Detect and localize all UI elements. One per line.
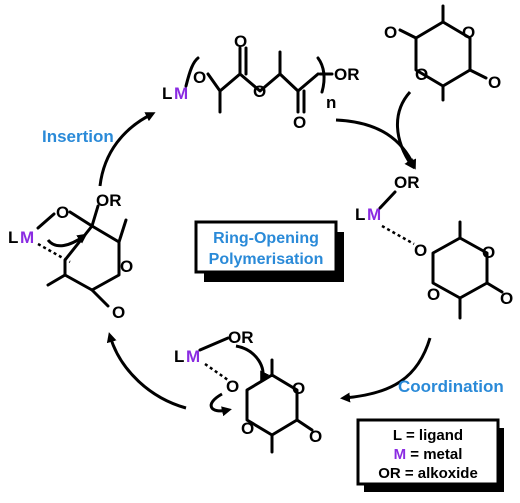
atom-O: O bbox=[309, 427, 322, 446]
atom-O: O bbox=[56, 203, 69, 222]
intermediate-methyl-top bbox=[117, 218, 128, 244]
atom-O: O bbox=[193, 68, 206, 87]
coordination-dash bbox=[381, 224, 415, 246]
atom-O: O bbox=[414, 241, 427, 260]
legend-metal: M = metal bbox=[394, 446, 463, 463]
intermediate-carbonyl bbox=[90, 288, 110, 308]
atom-O: O bbox=[500, 289, 513, 308]
activated-carbonyl bbox=[295, 418, 314, 432]
lactide-monomer: O O O O bbox=[384, 4, 501, 102]
arrow-insertion bbox=[98, 112, 156, 187]
legend-metal-rest: = metal bbox=[406, 446, 462, 463]
atom-OR: OR bbox=[334, 65, 360, 84]
atom-O: O bbox=[488, 73, 501, 92]
bracket-left bbox=[184, 56, 200, 88]
legend-box: L = ligand M = metal OR = alkoxide bbox=[356, 418, 504, 492]
curly-arrow-attack bbox=[235, 344, 270, 382]
center-box-frame bbox=[194, 220, 338, 274]
intermediate-methyl-bottom bbox=[46, 273, 67, 287]
arrow-top-right bbox=[335, 118, 417, 170]
lactide-carbonyl-top bbox=[398, 28, 418, 40]
activated-complex: L M OR O O O O bbox=[174, 328, 322, 454]
arrow-bottom-left bbox=[106, 332, 187, 410]
center-title-line1: Ring-Opening bbox=[213, 230, 319, 247]
atom-O: O bbox=[120, 257, 133, 276]
atom-M: M bbox=[20, 228, 34, 247]
complex-carbonyl bbox=[485, 281, 504, 294]
atom-O: O bbox=[415, 65, 428, 84]
atom-O: O bbox=[292, 379, 305, 398]
bond-O-C bbox=[68, 210, 94, 228]
atom-O: O bbox=[384, 23, 397, 42]
center-title-line2: Polymerisation bbox=[209, 251, 324, 268]
arrow-coordination bbox=[340, 337, 432, 403]
subscript-n: n bbox=[326, 93, 336, 112]
atom-M: M bbox=[367, 205, 381, 224]
atom-O: O bbox=[112, 303, 125, 322]
insertion-intermediate: L M O OR O O bbox=[8, 191, 133, 322]
curly-arrow-electron bbox=[209, 392, 232, 417]
atom-L: L bbox=[162, 84, 172, 103]
curly-arrow-insertion bbox=[46, 233, 88, 248]
atom-O: O bbox=[427, 285, 440, 304]
atom-O: O bbox=[241, 419, 254, 438]
legend-alkoxide: OR = alkoxide bbox=[378, 465, 478, 482]
legend-frame bbox=[356, 418, 500, 486]
legend-metal-symbol: M bbox=[394, 446, 407, 463]
atom-O: O bbox=[482, 243, 495, 262]
atom-O: O bbox=[462, 23, 475, 42]
atom-O: O bbox=[234, 32, 247, 51]
atom-O: O bbox=[226, 377, 239, 396]
atom-OR: OR bbox=[96, 191, 122, 210]
atom-L: L bbox=[174, 347, 184, 366]
lactide-carbonyl-bottom bbox=[468, 68, 488, 80]
polymer-chain: L M O O O O n OR bbox=[162, 32, 360, 132]
arrow-monomer-in bbox=[396, 90, 415, 170]
bond-M-O bbox=[36, 212, 56, 230]
atom-OR: OR bbox=[228, 328, 254, 347]
activated-ring bbox=[245, 373, 299, 437]
atom-M: M bbox=[186, 347, 200, 366]
atom-OR: OR bbox=[394, 173, 420, 192]
complex-ring bbox=[431, 236, 489, 300]
atom-L: L bbox=[355, 205, 365, 224]
insertion-label: Insertion bbox=[42, 127, 114, 146]
bond-M-OR bbox=[378, 190, 397, 210]
bond-M-OR bbox=[198, 336, 230, 352]
coordination-complex: L M OR O O O O bbox=[355, 173, 513, 320]
atom-O: O bbox=[253, 82, 266, 101]
intermediate-ring bbox=[63, 224, 121, 292]
atom-M: M bbox=[174, 84, 188, 103]
legend-ligand: L = ligand bbox=[393, 427, 463, 444]
bond-C-OR bbox=[90, 204, 100, 228]
center-title-box: Ring-Opening Polymerisation bbox=[194, 220, 344, 282]
atom-L: L bbox=[8, 228, 18, 247]
coordination-dash bbox=[204, 362, 229, 382]
atom-O: O bbox=[293, 113, 306, 132]
coordination-label: Coordination bbox=[398, 377, 504, 396]
